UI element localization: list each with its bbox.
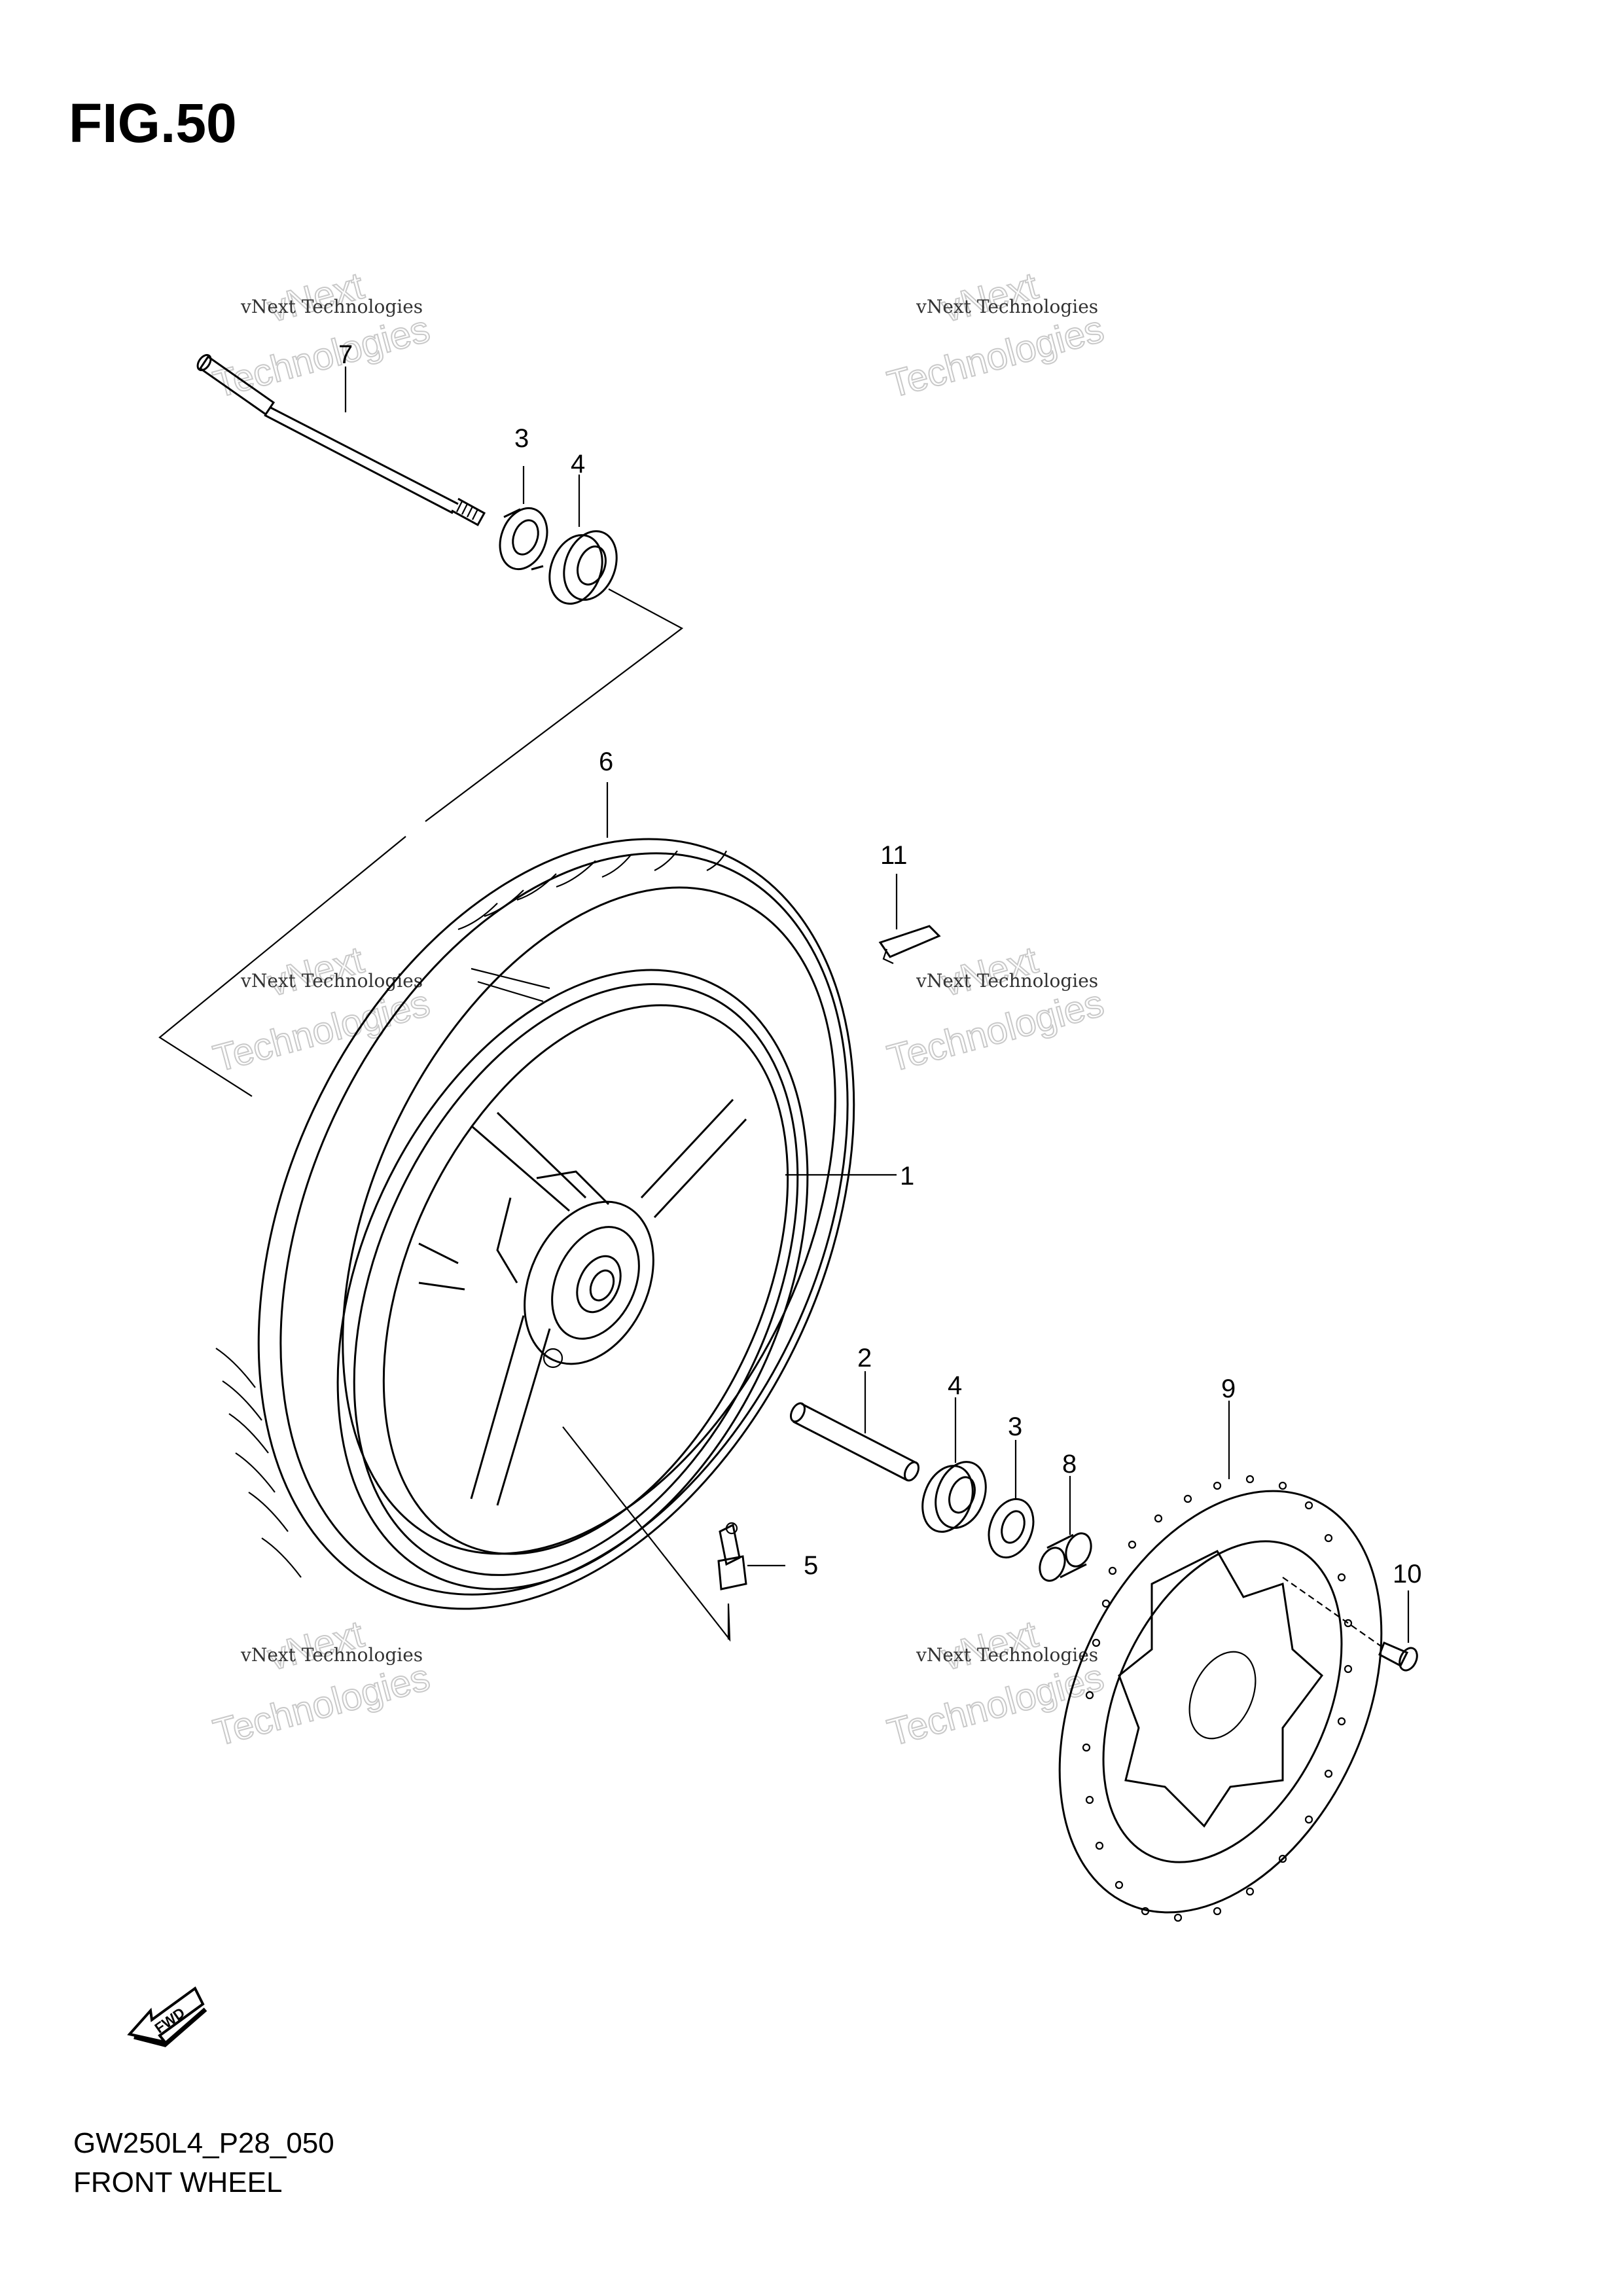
part-brake-disc xyxy=(1058,1475,1383,1922)
watermark-top-mid: Technologies vNext vNext Technologies xyxy=(882,264,1109,407)
part-oil-seal-upper xyxy=(499,507,548,571)
callout-2: 2 xyxy=(857,1344,872,1372)
part-tire xyxy=(215,838,855,1610)
svg-text:vNext Technologies: vNext Technologies xyxy=(240,970,423,992)
part-oil-seal-lower xyxy=(988,1498,1035,1559)
callout-6: 6 xyxy=(599,747,613,776)
watermark-low-left: Technologies vNext vNext Technologies xyxy=(208,1612,435,1755)
callout-4-upper: 4 xyxy=(571,450,585,478)
svg-text:Technologies: Technologies xyxy=(209,1656,434,1754)
bracket-line-upper xyxy=(158,588,684,1097)
callout-3-lower: 3 xyxy=(1008,1412,1022,1441)
part-bearing-lower xyxy=(921,1461,987,1533)
callout-5: 5 xyxy=(804,1551,818,1580)
svg-text:Technologies: Technologies xyxy=(883,1656,1108,1754)
svg-text:Technologies: Technologies xyxy=(883,308,1108,406)
callout-7: 7 xyxy=(338,340,353,369)
part-bearing-upper xyxy=(548,530,618,605)
part-valve xyxy=(717,1522,747,1590)
callout-9: 9 xyxy=(1221,1374,1236,1403)
watermark-top-left: Technologies vNext vNext Technologies xyxy=(208,264,435,407)
callouts: 7 3 4 6 11 1 2 4 3 8 5 9 10 xyxy=(338,340,1422,1588)
part-axle xyxy=(196,353,486,527)
callout-3-upper: 3 xyxy=(514,424,529,453)
fwd-arrow-icon: FWD xyxy=(127,1986,207,2047)
svg-text:Technologies: Technologies xyxy=(883,982,1108,1080)
svg-text:vNext Technologies: vNext Technologies xyxy=(916,970,1098,992)
watermark-mid-mid: Technologies vNext vNext Technologies xyxy=(882,938,1109,1081)
svg-text:vNext Technologies: vNext Technologies xyxy=(916,296,1098,317)
callout-1: 1 xyxy=(900,1162,914,1191)
figure-code: GW250L4_P28_050 xyxy=(73,2127,334,2159)
watermark-mid-left: Technologies vNext vNext Technologies xyxy=(208,938,435,1081)
callout-11: 11 xyxy=(880,841,908,870)
bracket-line-valve xyxy=(562,1426,731,1642)
svg-text:vNext Technologies: vNext Technologies xyxy=(916,1644,1098,1666)
part-wheel-rim xyxy=(336,969,809,1590)
part-balancer xyxy=(878,925,941,964)
svg-text:Technologies: Technologies xyxy=(209,308,434,406)
disc-holes xyxy=(1082,1475,1353,1922)
part-collar xyxy=(1039,1532,1092,1582)
callout-8: 8 xyxy=(1062,1450,1077,1479)
part-disc-bolt xyxy=(1282,1577,1418,1672)
callout-4-lower: 4 xyxy=(948,1371,962,1400)
figure-name: FRONT WHEEL xyxy=(73,2166,283,2198)
leader-lines xyxy=(344,367,1410,1643)
svg-text:Technologies: Technologies xyxy=(209,982,434,1080)
figure-title: FIG.50 xyxy=(69,92,237,154)
part-spacer xyxy=(789,1402,920,1482)
svg-text:vNext Technologies: vNext Technologies xyxy=(240,1644,423,1666)
watermarks: Technologies vNext vNext Technologies Te… xyxy=(208,264,1109,1755)
svg-text:vNext Technologies: vNext Technologies xyxy=(240,296,423,317)
callout-10: 10 xyxy=(1393,1560,1422,1588)
